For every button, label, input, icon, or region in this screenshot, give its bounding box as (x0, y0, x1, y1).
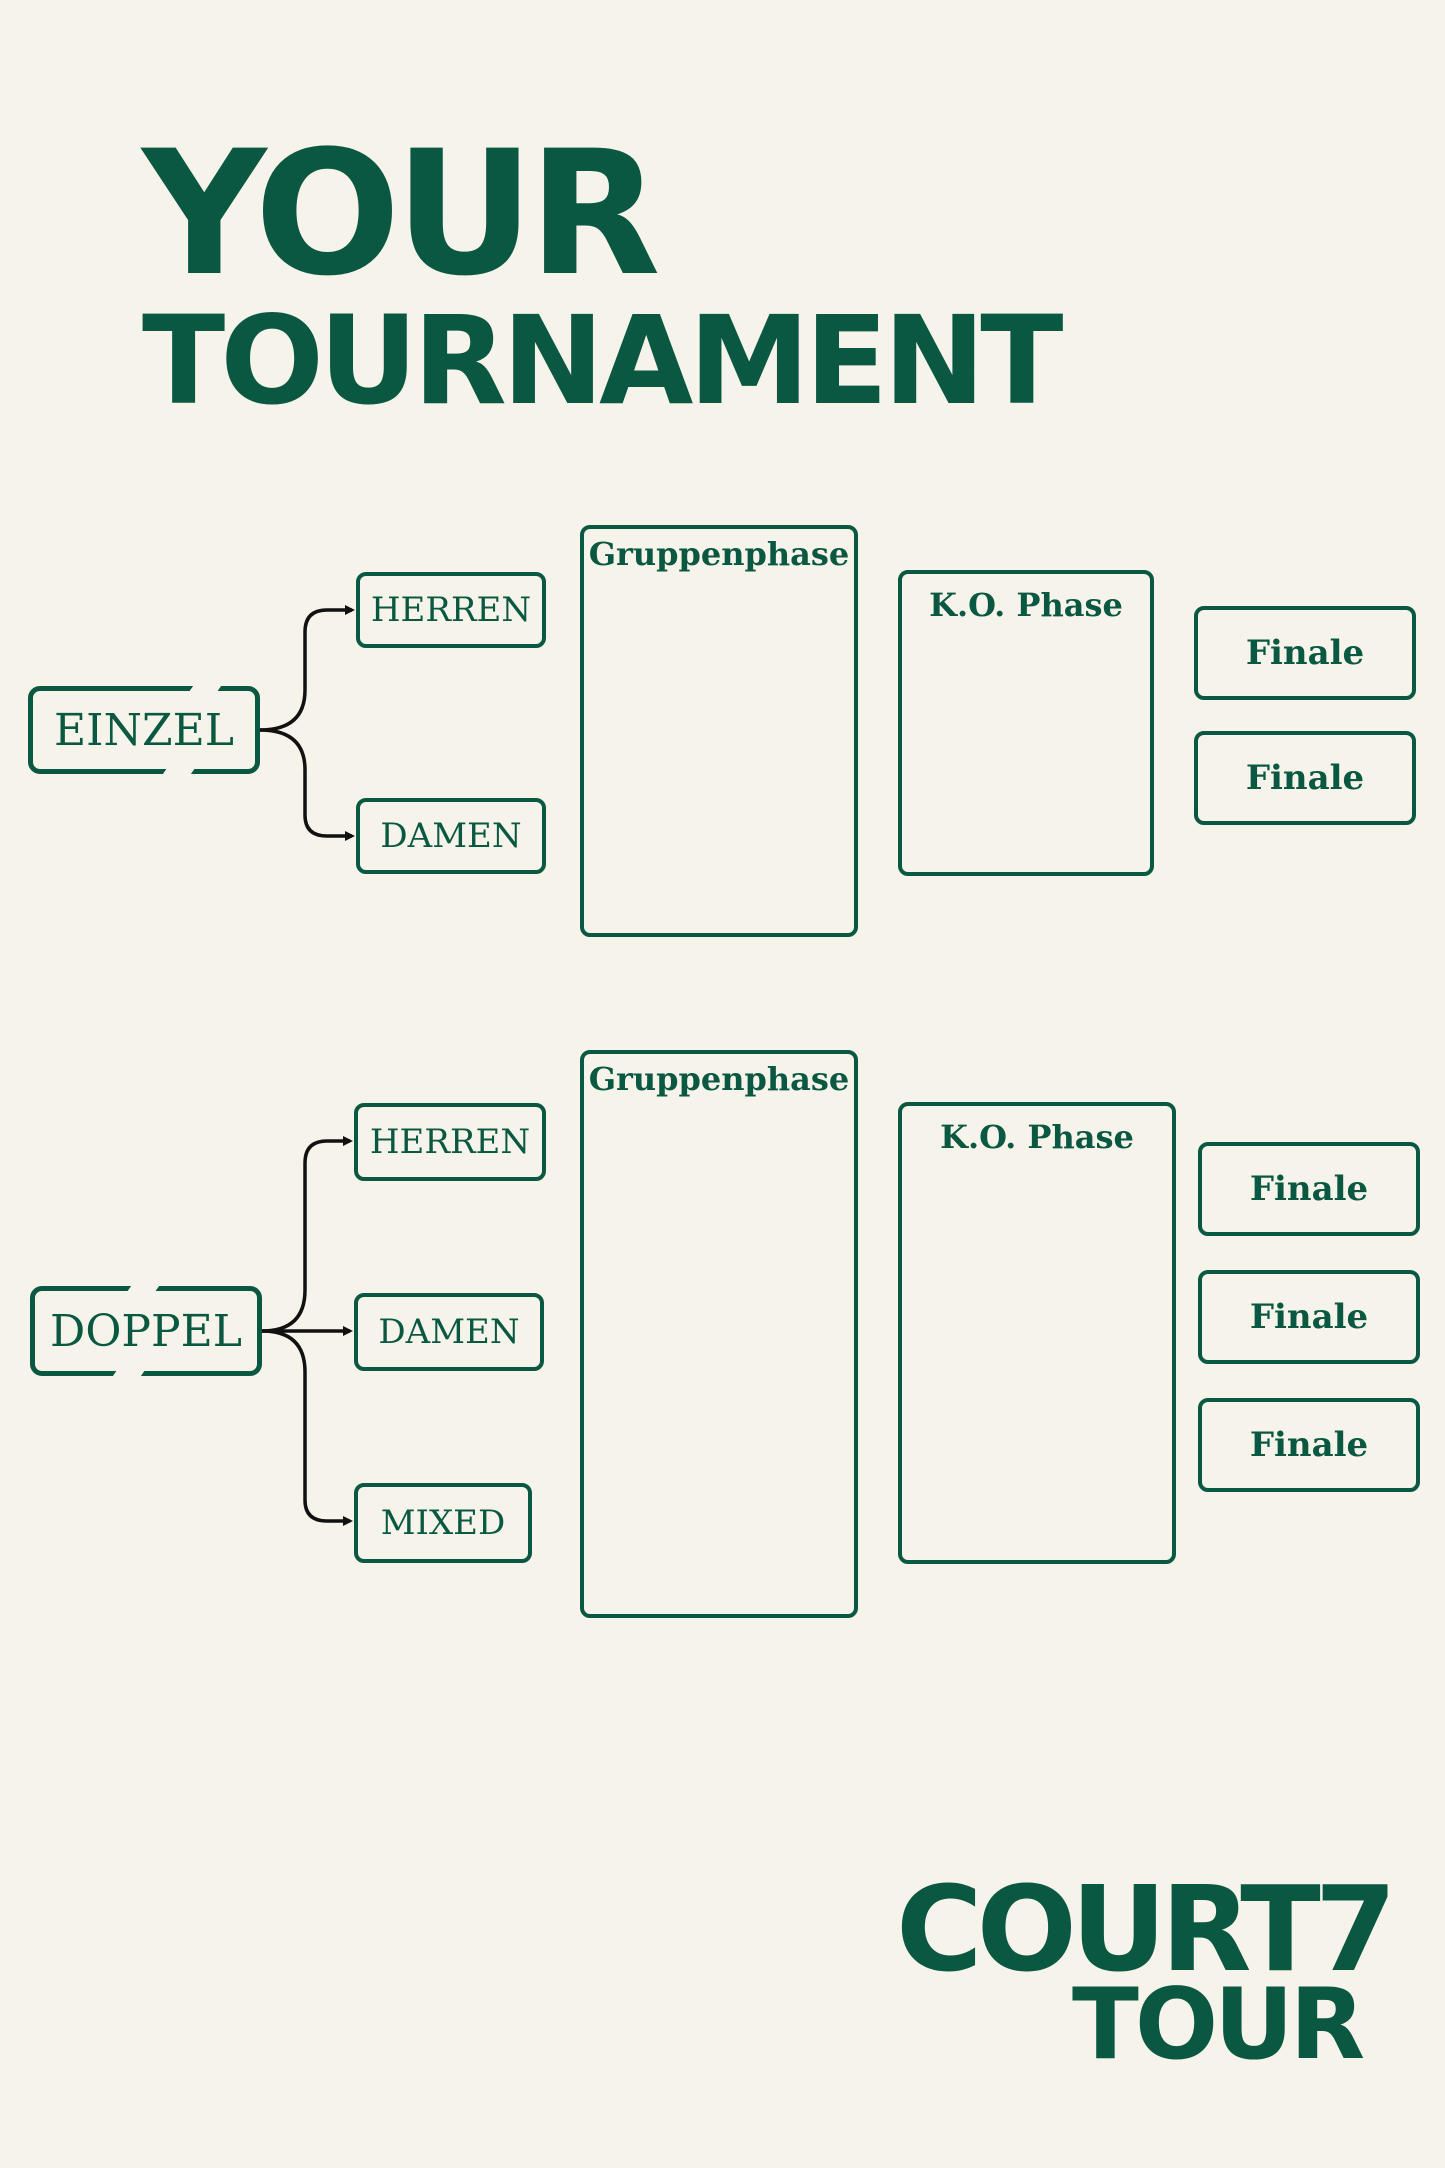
einzel-final-1[interactable]: Finale (1194, 606, 1416, 700)
doppel-final-3[interactable]: Finale (1198, 1398, 1420, 1492)
einzel-final-2[interactable]: Finale (1194, 731, 1416, 825)
einzel-herren-label: HERREN (370, 590, 532, 630)
einzel-ko-phase-title: K.O. Phase (929, 586, 1123, 624)
einzel-to-damen-arrow (259, 728, 355, 841)
einzel-group-phase-title: Gruppenphase (588, 535, 850, 573)
doppel-damen-label: DAMEN (378, 1312, 520, 1352)
doppel-final-3-label: Finale (1249, 1425, 1369, 1465)
einzel-damen-label: DAMEN (380, 816, 522, 856)
page-title-line1: YOUR (142, 113, 661, 314)
einzel-final-1-label: Finale (1245, 633, 1365, 673)
doppel-group-phase-title: Gruppenphase (588, 1060, 850, 1098)
category-doppel[interactable]: DOPPEL (30, 1284, 262, 1378)
category-einzel[interactable]: EINZEL (28, 684, 260, 776)
doppel-herren-label: HERREN (369, 1122, 531, 1162)
doppel-mixed-label: MIXED (380, 1503, 506, 1543)
doppel-ko-phase-title: K.O. Phase (940, 1118, 1134, 1156)
einzel-herren-box[interactable]: HERREN (356, 572, 546, 648)
doppel-ko-phase[interactable]: K.O. Phase (898, 1102, 1176, 1564)
einzel-to-herren-arrow (259, 605, 355, 732)
border-gap-decoration (161, 766, 197, 776)
einzel-ko-phase[interactable]: K.O. Phase (898, 570, 1154, 876)
doppel-final-1[interactable]: Finale (1198, 1142, 1420, 1236)
doppel-herren-box[interactable]: HERREN (354, 1103, 546, 1181)
logo-court7: COURT7 (896, 1860, 1397, 1998)
einzel-final-2-label: Finale (1245, 758, 1365, 798)
border-gap-decoration (187, 684, 223, 694)
doppel-final-2-label: Finale (1249, 1297, 1369, 1337)
doppel-connectors (261, 1136, 353, 1526)
logo-tour: TOUR (1072, 1968, 1365, 2082)
border-gap-decoration (111, 1368, 147, 1378)
page-title-line2: TOURNAMENT (142, 290, 1064, 432)
doppel-final-2[interactable]: Finale (1198, 1270, 1420, 1364)
doppel-damen-box[interactable]: DAMEN (354, 1293, 544, 1371)
doppel-to-herren-arrow (261, 1136, 353, 1333)
doppel-to-mixed-arrow (261, 1329, 353, 1526)
einzel-connectors (259, 605, 355, 841)
doppel-group-phase[interactable]: Gruppenphase (580, 1050, 858, 1618)
einzel-damen-box[interactable]: DAMEN (356, 798, 546, 874)
border-gap-decoration (125, 1284, 161, 1294)
einzel-group-phase[interactable]: Gruppenphase (580, 525, 858, 937)
doppel-final-1-label: Finale (1249, 1169, 1369, 1209)
category-einzel-label: EINZEL (54, 704, 234, 756)
doppel-mixed-box[interactable]: MIXED (354, 1483, 532, 1563)
category-doppel-label: DOPPEL (50, 1305, 242, 1357)
